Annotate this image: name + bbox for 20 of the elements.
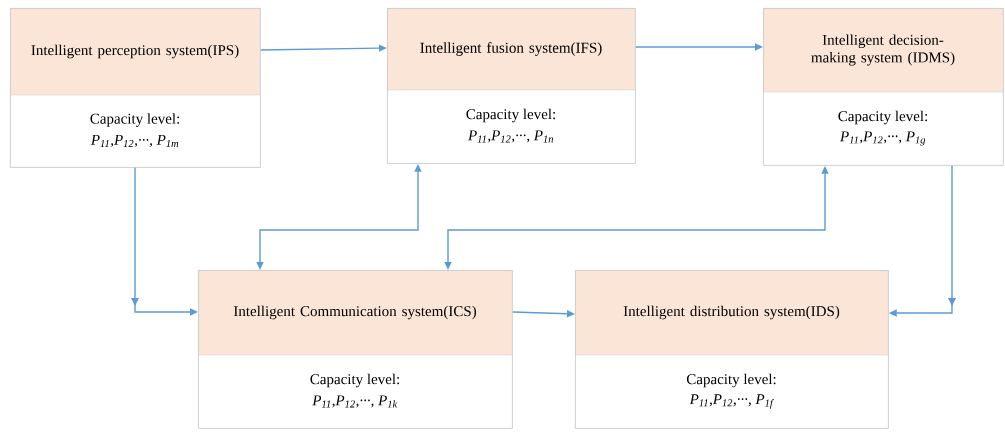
capacity-label: Capacity level: — [686, 373, 776, 388]
system-box — [574, 270, 889, 429]
capacity-formula: P$_{11}$,P$_{12}$,···, P$_{1k}$ — [312, 395, 398, 408]
capacity-label: Capacity level: — [90, 113, 179, 127]
capacity-formula: P$_{11}$,P$_{12}$,···, P$_{1g}$ — [839, 131, 926, 146]
system-box — [386, 8, 636, 164]
box-heading: Intelligent decision-making system (IDMS) — [811, 34, 955, 66]
capacity-formula: P$_{11}$,P$_{12}$,···, P$_{1f}$ — [689, 394, 774, 409]
capacity-formula: P$_{11}$,P$_{12}$,···, P$_{1n}$ — [467, 130, 554, 143]
box-heading: Intelligent perception system(IPS) — [31, 44, 239, 59]
box-heading: Intelligent distribution system(IDS) — [623, 305, 840, 320]
box-heading: Intelligent Communication system(ICS) — [233, 305, 476, 320]
system-box — [197, 270, 513, 429]
box-heading: Intelligent fusion system(IFS) — [420, 42, 602, 56]
system-box — [762, 8, 1004, 166]
capacity-label: Capacity level: — [466, 108, 555, 123]
capacity-formula: P$_{11}$,P$_{12}$,···, P$_{1m}$ — [90, 134, 179, 148]
system-box — [9, 8, 261, 168]
capacity-label: Capacity level: — [310, 373, 399, 388]
capacity-label: Capacity level: — [838, 110, 927, 125]
